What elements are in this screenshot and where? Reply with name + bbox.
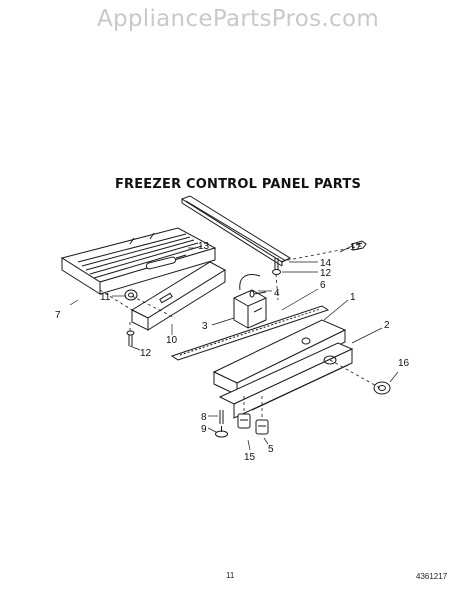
part-10-mounting-bracket — [130, 261, 226, 331]
callout-6: 6 — [320, 280, 326, 291]
part-13-sensor-tube — [145, 254, 187, 270]
callout-12-lower: 12 — [140, 348, 152, 359]
callout-3: 3 — [202, 321, 208, 332]
part-4-screw — [249, 290, 267, 298]
callout-14: 14 — [320, 258, 332, 269]
part-16-knob — [373, 381, 391, 395]
diagram-title: FREEZER CONTROL PANEL PARTS — [114, 177, 362, 192]
callout-10: 10 — [166, 335, 178, 346]
callout-7: 7 — [55, 310, 61, 321]
callout-11: 11 — [100, 292, 111, 303]
leader-lines — [69, 245, 399, 451]
part-11-clip — [124, 289, 138, 301]
callout-17: 17 — [350, 242, 362, 253]
part-15-switch — [237, 413, 251, 429]
page-number: 11 — [226, 571, 235, 580]
callout-4: 4 — [274, 288, 280, 299]
callout-2: 2 — [384, 320, 390, 331]
callout-labels: 17 14 12 13 7 11 10 12 4 6 3 1 2 16 8 9 … — [55, 241, 410, 463]
part-12-screw-lower — [126, 330, 135, 346]
part-9-foot — [215, 426, 228, 438]
part-6-strip — [170, 305, 330, 361]
callout-12-upper: 12 — [320, 268, 332, 279]
document-number: 4361217 — [416, 572, 448, 581]
callout-13: 13 — [198, 241, 210, 252]
part-8-screw — [219, 410, 224, 424]
part-14-top-bracket — [180, 195, 292, 267]
callout-15: 15 — [244, 452, 256, 463]
part-17-clip — [351, 240, 367, 251]
part-2-panel-face — [218, 342, 354, 419]
callout-8: 8 — [201, 412, 207, 423]
part-5-switch — [255, 419, 269, 435]
callout-1: 1 — [350, 292, 356, 303]
callout-9: 9 — [201, 424, 207, 435]
callout-16: 16 — [398, 358, 410, 369]
part-3-thermostat — [233, 274, 267, 329]
part-12-screw-upper — [272, 258, 281, 275]
watermark-text: AppliancePartsPros.com — [96, 6, 380, 32]
callout-5: 5 — [268, 444, 274, 455]
part-7-left-trim — [60, 227, 217, 295]
